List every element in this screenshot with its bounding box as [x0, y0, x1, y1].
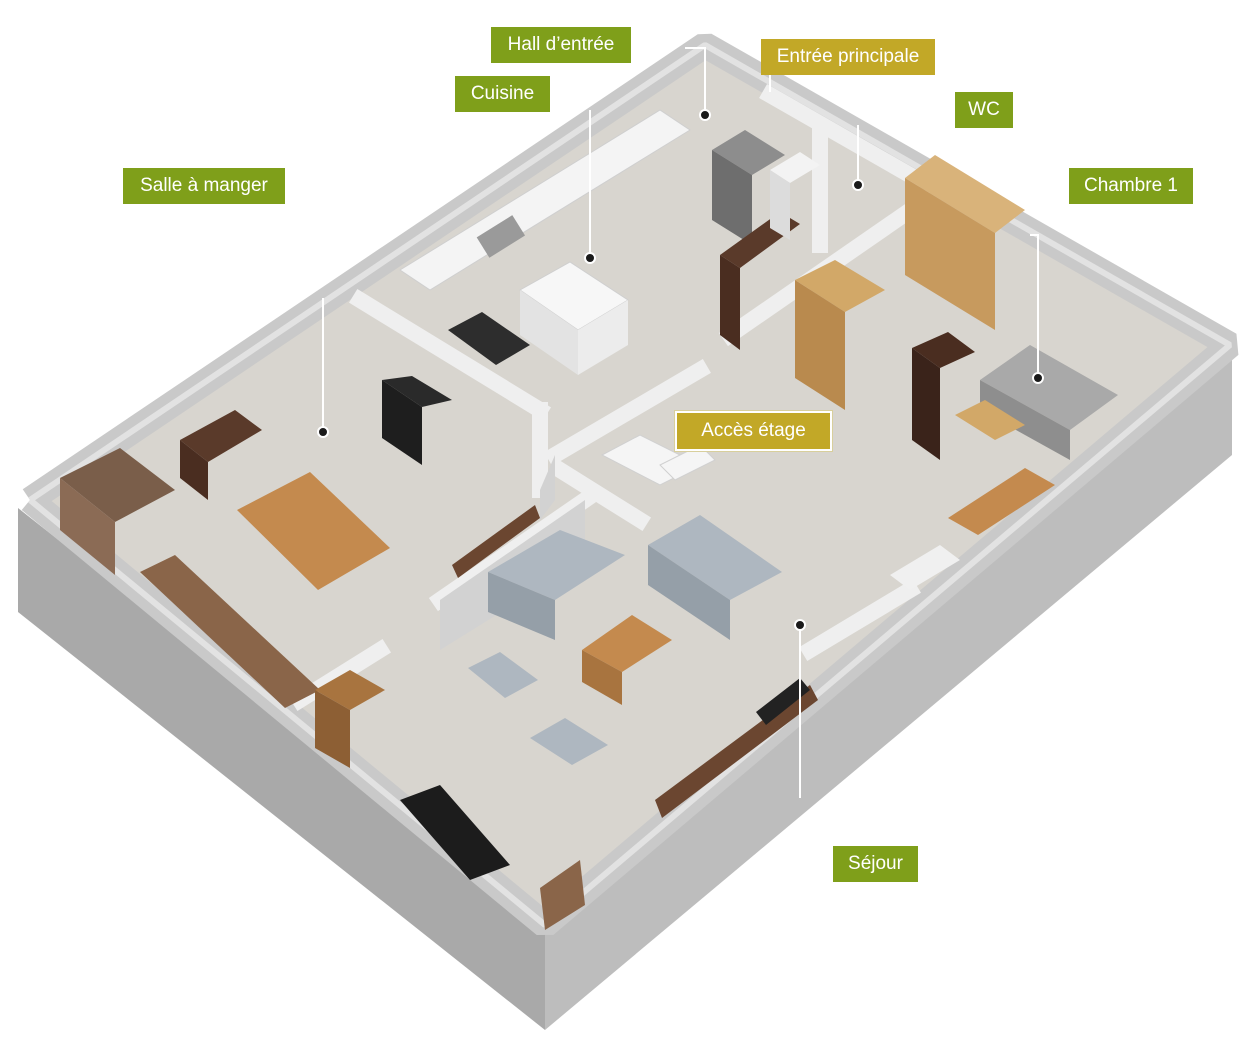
outer-wall-side-left — [18, 508, 545, 1030]
outer-wall-top-highlight — [28, 42, 1232, 928]
bedroom-furniture — [720, 152, 1118, 590]
kitchen-furniture — [399, 109, 785, 375]
label-wc: WC — [955, 92, 1013, 128]
leader-dots — [317, 109, 1044, 631]
label-acces-etage: Accès étage — [675, 411, 832, 451]
label-chambre-1: Chambre 1 — [1069, 168, 1193, 204]
label-entree-principale: Entrée principale — [761, 39, 935, 75]
living-furniture — [315, 505, 818, 930]
leader-lines — [322, 47, 1039, 798]
label-hall-entree: Hall d’entrée — [491, 27, 631, 63]
label-sejour: Séjour — [833, 846, 918, 882]
outer-wall-side-right — [545, 350, 1232, 1030]
label-salle-a-manger: Salle à manger — [123, 168, 285, 204]
dining-furniture — [60, 376, 452, 708]
staircase — [600, 434, 716, 486]
label-cuisine: Cuisine — [455, 76, 550, 112]
